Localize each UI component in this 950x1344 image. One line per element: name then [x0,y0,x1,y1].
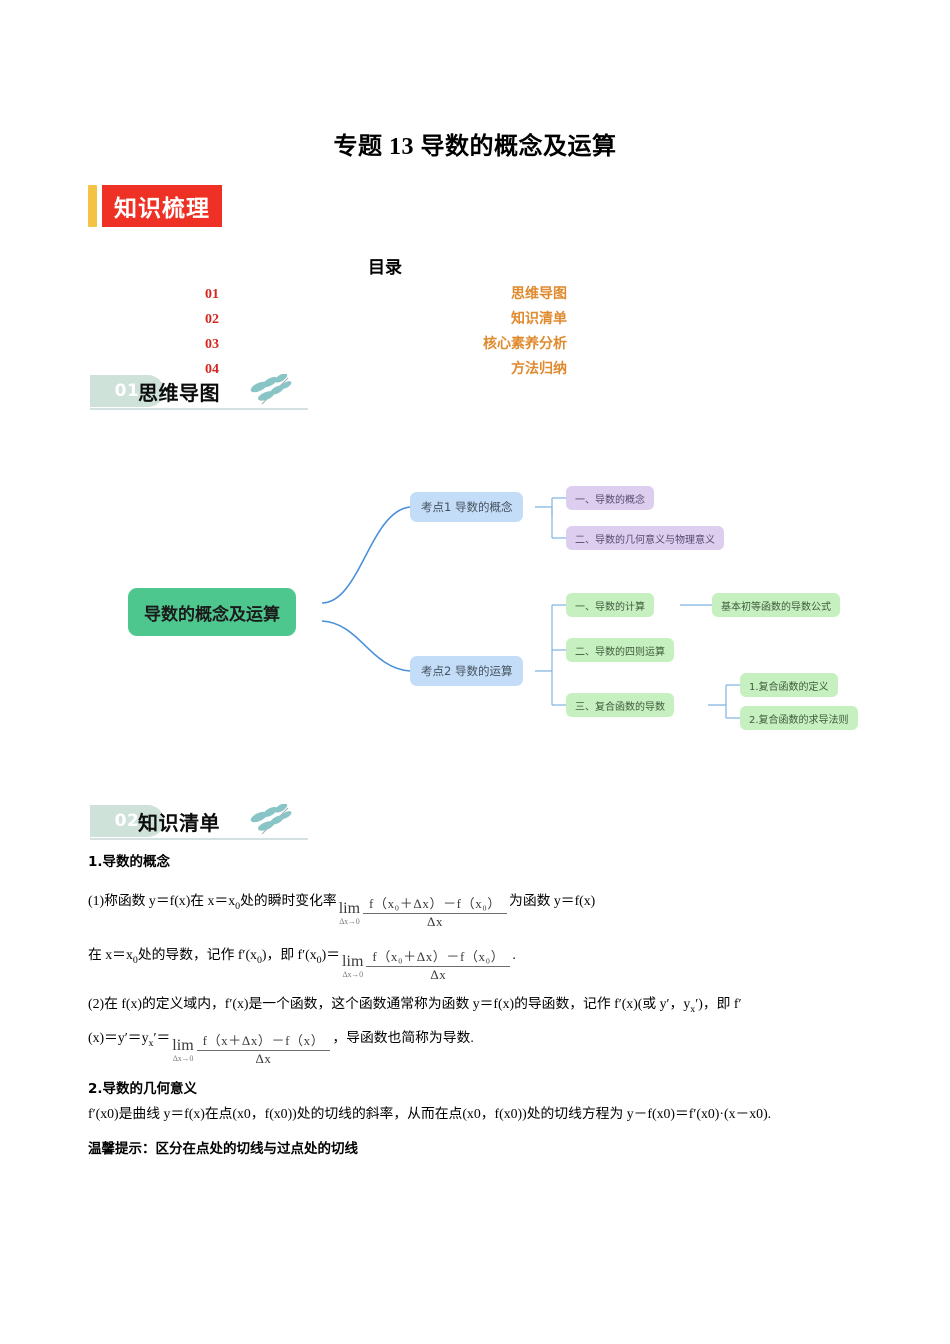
mindmap-leaf-node[interactable]: 二、导数的四则运算 [566,638,674,662]
limit-label: lim [338,899,361,917]
knowledge-review-badge: 知识梳理 [88,185,222,227]
text-run: )，即 f′(x [261,946,317,962]
toc-number: 04 [205,362,219,378]
limit-subscript: Δx→0 [342,970,364,980]
page-title: 专题 13 导数的概念及运算 [333,134,617,160]
leaf-icon [228,373,294,413]
section-number-pill: 01 [90,375,164,407]
subscript: 0 [316,954,322,966]
section-title: 思维导图 [138,381,220,405]
subscript: x [148,1038,154,1050]
mindmap: 导数的概念及运算 考点1 导数的概念 考点2 导数的运算 一、导数的概念 二、导… [0,455,950,745]
table-of-contents: 目录 01 思维导图 02 知识清单 03 核心素养分析 04 方法归纳 [195,253,575,382]
text-run: ′＝ [153,1030,171,1046]
tip-line: 温馨提示：区分在点处的切线与过点处的切线 [88,1140,358,1157]
section-number: 01 [114,381,140,401]
mindmap-leaf-node[interactable]: 一、导数的概念 [566,486,654,510]
text-run: . [512,946,516,962]
section-number-pill: 02 [90,805,164,837]
subscript: 0 [132,954,138,966]
mindmap-leaf-node[interactable]: 三、复合函数的导数 [566,693,674,717]
leaf-icon [228,803,294,843]
subscript: 0 [235,901,241,912]
text-run: ′)，即 f′ [695,996,742,1012]
limit-label: lim [172,1037,194,1054]
mindmap-branch-node-2[interactable]: 考点2 导数的运算 [410,656,524,686]
fraction-numerator: f（x₀＋Δx）－f（x₀） [366,949,511,968]
text-run: (2)在 f(x)的定义域内，f′(x)是一个函数，这个函数通常称为函数 y＝f… [88,996,691,1012]
subscript: 0 [256,954,262,966]
subscript: x [690,1004,696,1016]
mindmap-branch-node-1[interactable]: 考点1 导数的概念 [410,492,524,522]
knowledge-item-3: f′(x0)是曲线 y＝f(x)在点(x0，f(x0))处的切线的斜率，从而在点… [88,1106,772,1122]
fraction-denominator: Δx [255,1051,272,1066]
text-run: 在 x＝x [88,946,133,962]
mindmap-root-node[interactable]: 导数的概念及运算 [128,588,296,636]
fraction: f（x₀＋Δx）－f（x₀）Δx [366,949,511,983]
text-run: 处的瞬时变化率 [240,893,337,909]
mindmap-leaf-node[interactable]: 1.复合函数的定义 [740,673,838,697]
text-run: 处的导数，记作 f′(x [137,946,257,962]
fraction: f（x＋Δx）－f（x）Δx [196,1033,331,1067]
limit-subscript: Δx→0 [339,916,360,926]
toc-label: 思维导图 [511,286,567,302]
fraction-numerator: f（x₀＋Δx）－f（x₀） [363,896,508,914]
toc-row[interactable]: 02 知识清单 [195,307,575,332]
toc-label: 知识清单 [511,311,567,328]
toc-number: 02 [205,312,219,328]
section-underline [90,838,308,840]
text-run: )＝ [321,946,341,962]
knowledge-item-2-line-1: (2)在 f(x)的定义域内，f′(x)是一个函数，这个函数通常称为函数 y＝f… [88,993,863,1017]
mindmap-leaf-node[interactable]: 基本初等函数的导数公式 [712,593,840,617]
fraction: f（x₀＋Δx）－f（x₀）Δx [363,896,508,930]
badge-label: 知识梳理 [102,185,222,227]
text-run: 为函数 y＝f(x) [509,893,596,909]
toc-number: 03 [205,337,219,353]
text-run: ，导函数也简称为导数. [332,1030,474,1046]
mindmap-connectors [321,497,740,719]
mindmap-leaf-node[interactable]: 二、导数的几何意义与物理意义 [566,526,724,550]
text-run: (x)＝y′＝y [88,1030,149,1046]
toc-number: 01 [205,287,219,302]
toc-label: 核心素养分析 [483,336,567,353]
toc-row[interactable]: 01 思维导图 [195,282,575,307]
toc-label: 方法归纳 [511,361,567,378]
knowledge-heading-2: 2.导数的几何意义 [88,1080,198,1097]
section-underline [90,408,308,410]
toc-row[interactable]: 04 方法归纳 [195,357,575,382]
knowledge-heading-1: 1.导数的概念 [88,854,171,870]
fraction-numerator: f（x＋Δx）－f（x） [196,1033,331,1051]
fraction-denominator: Δx [427,913,444,929]
toc-row[interactable]: 03 核心素养分析 [195,332,575,357]
toc-title: 目录 [368,258,402,277]
badge-accent-bar [88,185,97,227]
text-run: (1)称函数 y＝f(x)在 x＝x [88,893,236,909]
section-number: 02 [114,811,140,831]
limit-label: lim [342,953,364,971]
limit-subscript: Δx→0 [172,1054,194,1063]
mindmap-leaf-node[interactable]: 一、导数的计算 [566,593,654,617]
section-header-01: 01 思维导图 [90,373,308,410]
section-header-02: 02 知识清单 [90,803,308,840]
section-title: 知识清单 [138,811,220,835]
fraction-denominator: Δx [430,967,447,983]
mindmap-leaf-node[interactable]: 2.复合函数的求导法则 [740,706,858,730]
